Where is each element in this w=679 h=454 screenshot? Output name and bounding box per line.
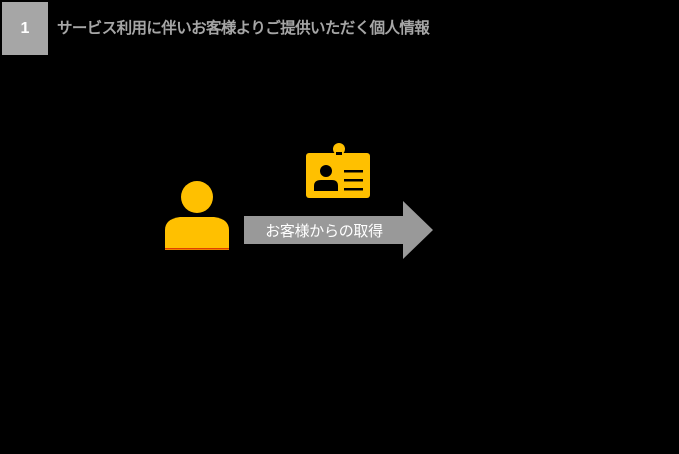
arrow-label: お客様からの取得	[265, 222, 383, 240]
section-number-badge: 1	[2, 2, 48, 55]
section-title: サービス利用に伴いお客様よりご提供いただく個人情報	[57, 19, 430, 37]
person-icon	[165, 181, 229, 250]
id-card-icon	[306, 143, 370, 198]
section-number: 1	[20, 19, 30, 37]
flow-arrow	[244, 201, 433, 259]
